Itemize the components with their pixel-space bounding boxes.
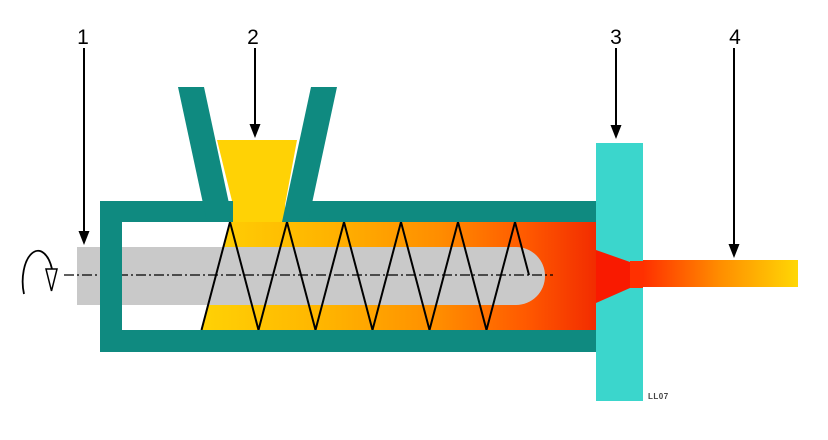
callout-1: 1: [77, 26, 90, 245]
callout-3-label: 3: [610, 26, 622, 49]
callout-1-arrowhead-icon: [78, 231, 90, 245]
barrel-top-wall-left: [100, 201, 233, 222]
callout-4-label: 4: [729, 26, 741, 49]
rotation-arrow-icon: [21, 249, 58, 295]
signature-text: LL07: [648, 392, 669, 401]
extrudate-strand: [643, 260, 798, 287]
callout-1-label: 1: [77, 26, 89, 49]
die-entry-cone: [596, 250, 630, 303]
barrel-bottom-wall: [100, 330, 596, 352]
housing-left-wall: [100, 201, 122, 352]
callout-3-arrowhead-icon: [610, 125, 622, 139]
screw-shaft: [77, 247, 545, 305]
callout-2-arrowhead-icon: [249, 124, 261, 138]
rotation-arc: [21, 249, 53, 295]
rotation-arrowhead: [45, 268, 58, 292]
die-channel: [630, 261, 643, 288]
hopper-right-wall: [282, 87, 337, 222]
callout-2-label: 2: [247, 26, 259, 49]
hopper-material: [217, 140, 297, 222]
callout-4: 4: [728, 26, 741, 258]
hopper-left-wall: [178, 87, 233, 222]
callout-4-arrowhead-icon: [728, 244, 740, 258]
barrel-top-wall-right: [295, 201, 596, 222]
callout-2: 2: [247, 26, 261, 138]
callout-3: 3: [610, 26, 622, 139]
